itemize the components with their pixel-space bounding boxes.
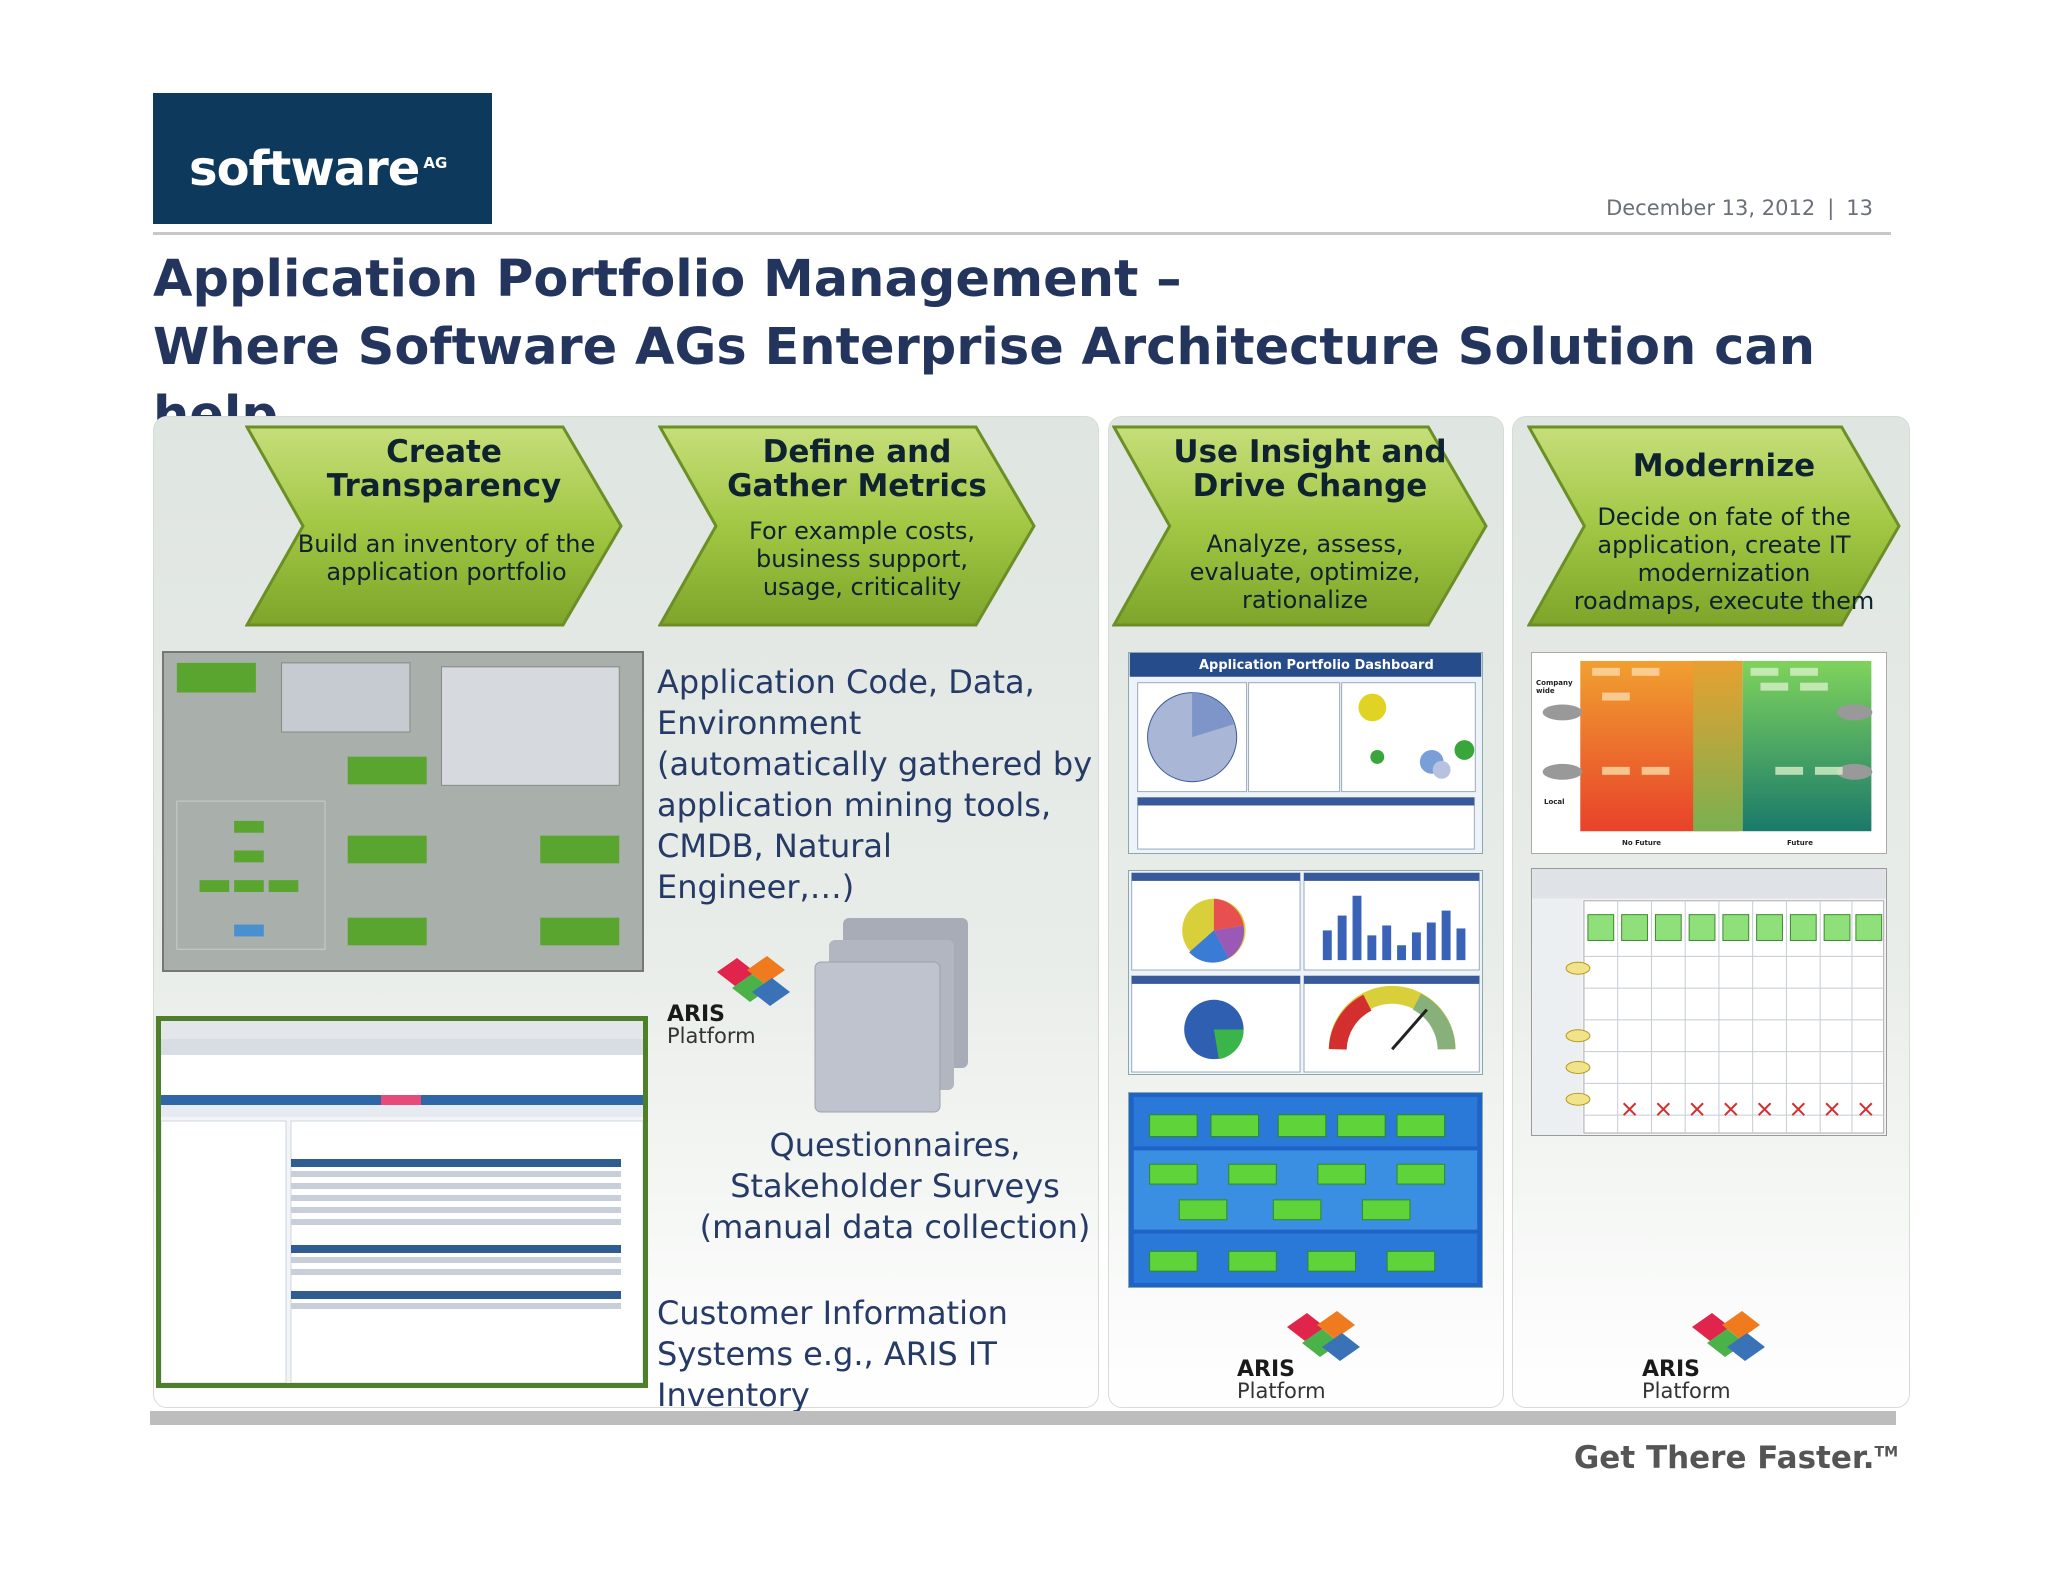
- process-landscape: [1133, 1096, 1478, 1284]
- slide-number: 13: [1846, 196, 1873, 220]
- header-rule: [153, 232, 1891, 235]
- aris-platform-logo-modernize: ARIS Platform: [1642, 1305, 1792, 1405]
- step-modernize: Modernize Decide on fate of the applicat…: [1527, 425, 1901, 627]
- step-insight-change: Use Insight and Drive Change Analyze, as…: [1112, 425, 1488, 627]
- source-manual-text: Questionnaires, Stakeholder Surveys (man…: [699, 1126, 1091, 1246]
- matrix-quadrants: [1542, 660, 1873, 832]
- logo-suffix: AG: [423, 154, 448, 172]
- analytics-charts-screenshot: [1128, 870, 1483, 1075]
- step-title: Define and Gather Metrics: [727, 434, 987, 504]
- source-automatic-text: Application Code, Data, Environment (aut…: [657, 663, 1093, 906]
- dashboard-panels: [1129, 653, 1482, 850]
- logo-text: software: [189, 141, 420, 197]
- step-title: Create Transparency: [326, 434, 562, 504]
- chevron-shape: [658, 425, 1036, 627]
- aris-word: ARIS: [1237, 1357, 1295, 1382]
- aris-platform-word: Platform: [1642, 1379, 1731, 1403]
- step-subtitle: Analyze, assess, evaluate, optimize, rat…: [1189, 530, 1421, 614]
- business-publisher-screenshot: [156, 1016, 648, 1388]
- step-subtitle: For example costs, business support, usa…: [749, 517, 975, 601]
- tagline-text: Get There Faster.: [1573, 1440, 1875, 1476]
- aris-platform-word: Platform: [1237, 1379, 1326, 1403]
- publisher-window: [161, 1021, 643, 1383]
- footer-tagline: Get There Faster.TM: [1574, 1440, 1898, 1476]
- matrix-row-bottom: Local: [1544, 798, 1565, 806]
- portfolio-dashboard-screenshot: Application Portfolio Dashboard: [1128, 652, 1483, 854]
- chevron-shape: [1112, 425, 1488, 627]
- process-landscape-screenshot: [1128, 1092, 1483, 1288]
- matrix-col-left: No Future: [1622, 839, 1662, 847]
- analytics-panels: [1131, 872, 1480, 1073]
- roadmap-grid: [1532, 869, 1886, 1135]
- slide-date: December 13, 2012: [1606, 196, 1816, 220]
- source-systems-text: Customer Information Systems e.g., ARIS …: [657, 1294, 1008, 1414]
- step-title: Modernize: [1632, 448, 1816, 484]
- step-create-transparency: Create Transparency Build an inventory o…: [245, 425, 623, 627]
- aris-cube-icon: [717, 956, 790, 1006]
- matrix-row-top: Company wide: [1536, 679, 1573, 695]
- footer-rule: [150, 1411, 1896, 1425]
- roadmap-tool-screenshot: [1531, 868, 1887, 1136]
- architecture-model-screenshot: [162, 651, 644, 972]
- aris-cube-icon: [1692, 1311, 1765, 1361]
- questionnaire-pages-icon: [814, 918, 968, 1113]
- aris-word: ARIS: [667, 1002, 725, 1027]
- title-line-1: Application Portfolio Management –: [153, 250, 1182, 309]
- step-define-metrics: Define and Gather Metrics For example co…: [658, 425, 1036, 627]
- slide-meta: December 13, 2012 | 13: [1606, 196, 1873, 220]
- modernization-matrix-screenshot: Company wide Local No Future Future: [1531, 652, 1887, 854]
- step-subtitle: Build an inventory of the application po…: [297, 530, 596, 586]
- dashboard-title: Application Portfolio Dashboard: [1199, 658, 1434, 673]
- slide-title: Application Portfolio Management – Where…: [153, 246, 1913, 450]
- aris-platform-logo-insight: ARIS Platform: [1237, 1305, 1387, 1405]
- trademark-mark: TM: [1874, 1444, 1898, 1461]
- title-line-2: Where Software AGs Enterprise Architectu…: [153, 318, 1816, 445]
- aris-word: ARIS: [1642, 1357, 1700, 1382]
- aris-cube-icon: [1287, 1311, 1360, 1361]
- step-subtitle: Decide on fate of the application, creat…: [1573, 503, 1875, 615]
- meta-separator: |: [1827, 196, 1835, 220]
- step-title: Use Insight and Drive Change: [1173, 434, 1447, 504]
- matrix-col-right: Future: [1787, 839, 1813, 847]
- model-diagram: [165, 653, 641, 970]
- chevron-shape: [1527, 425, 1901, 627]
- chevron-shape: [245, 425, 623, 627]
- aris-platform-logo: ARIS Platform: [667, 950, 817, 1050]
- aris-platform-word: Platform: [667, 1024, 756, 1048]
